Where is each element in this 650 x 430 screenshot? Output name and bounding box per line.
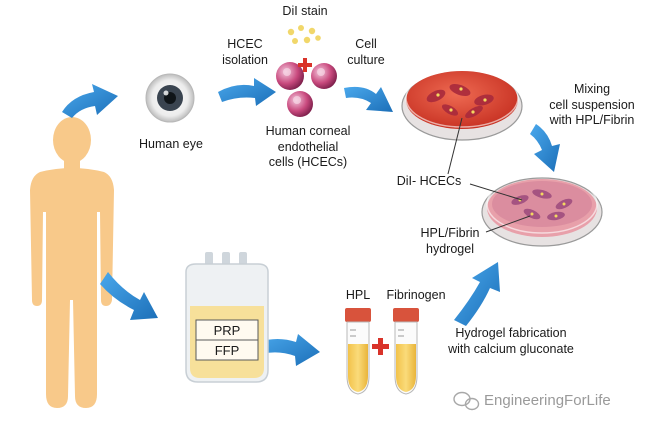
arrow-cells-to-dish [344, 86, 393, 112]
label-prp: PRP [213, 323, 241, 338]
arrow-eye-to-cells [218, 78, 276, 106]
label-hcecs: Human corneal endothelial cells (HCECs) [265, 124, 351, 170]
arrow-tubes-to-dish [454, 262, 500, 326]
arrow-body-to-bag [100, 272, 158, 320]
eye-icon [145, 73, 195, 123]
petri-dish-hydrogel-icon [481, 174, 603, 247]
label-dil-stain: DiI stain [282, 4, 328, 18]
label-hydrogel-fabrication: Hydrogel fabrication with calcium glucon… [448, 326, 574, 356]
arrow-bag-to-tubes [258, 334, 320, 366]
label-ffp: FFP [214, 343, 240, 358]
wechat-logo-icon [453, 391, 480, 411]
fibrinogen-tube-icon [393, 308, 419, 395]
callout-line-hydrogel [485, 215, 531, 233]
label-human-eye: Human eye [139, 137, 203, 151]
label-dil-hcecs: DiI- HCECs [396, 174, 462, 188]
label-hpl-fibrin-hydrogel: HPL/Fibrin hydrogel [420, 226, 480, 256]
dil-stain-dots-icon [287, 25, 321, 44]
petri-dish-culture-icon [401, 68, 523, 141]
arrow-body-to-eye [62, 84, 118, 118]
plus-icon [372, 338, 389, 355]
label-hcec-isolation: HCEC isolation [222, 37, 268, 67]
plus-icon [298, 58, 312, 72]
hcec-cells-icon [276, 62, 337, 117]
arrow-dish-to-dish [530, 124, 560, 172]
callout-line-dil-hcecs-top [447, 117, 463, 175]
label-cell-culture: Cell culture [347, 37, 385, 67]
watermark-text: EngineeringForLife [484, 392, 611, 409]
blood-bag-icon [185, 252, 269, 383]
label-mixing: Mixing cell suspension with HPL/Fibrin [549, 82, 635, 128]
label-fibrinogen: Fibrinogen [386, 288, 446, 302]
human-body-icon [30, 117, 114, 408]
hpl-tube-icon [345, 308, 371, 395]
label-hpl: HPL [345, 288, 371, 302]
callout-line-dil-hcecs-bottom [469, 183, 523, 201]
